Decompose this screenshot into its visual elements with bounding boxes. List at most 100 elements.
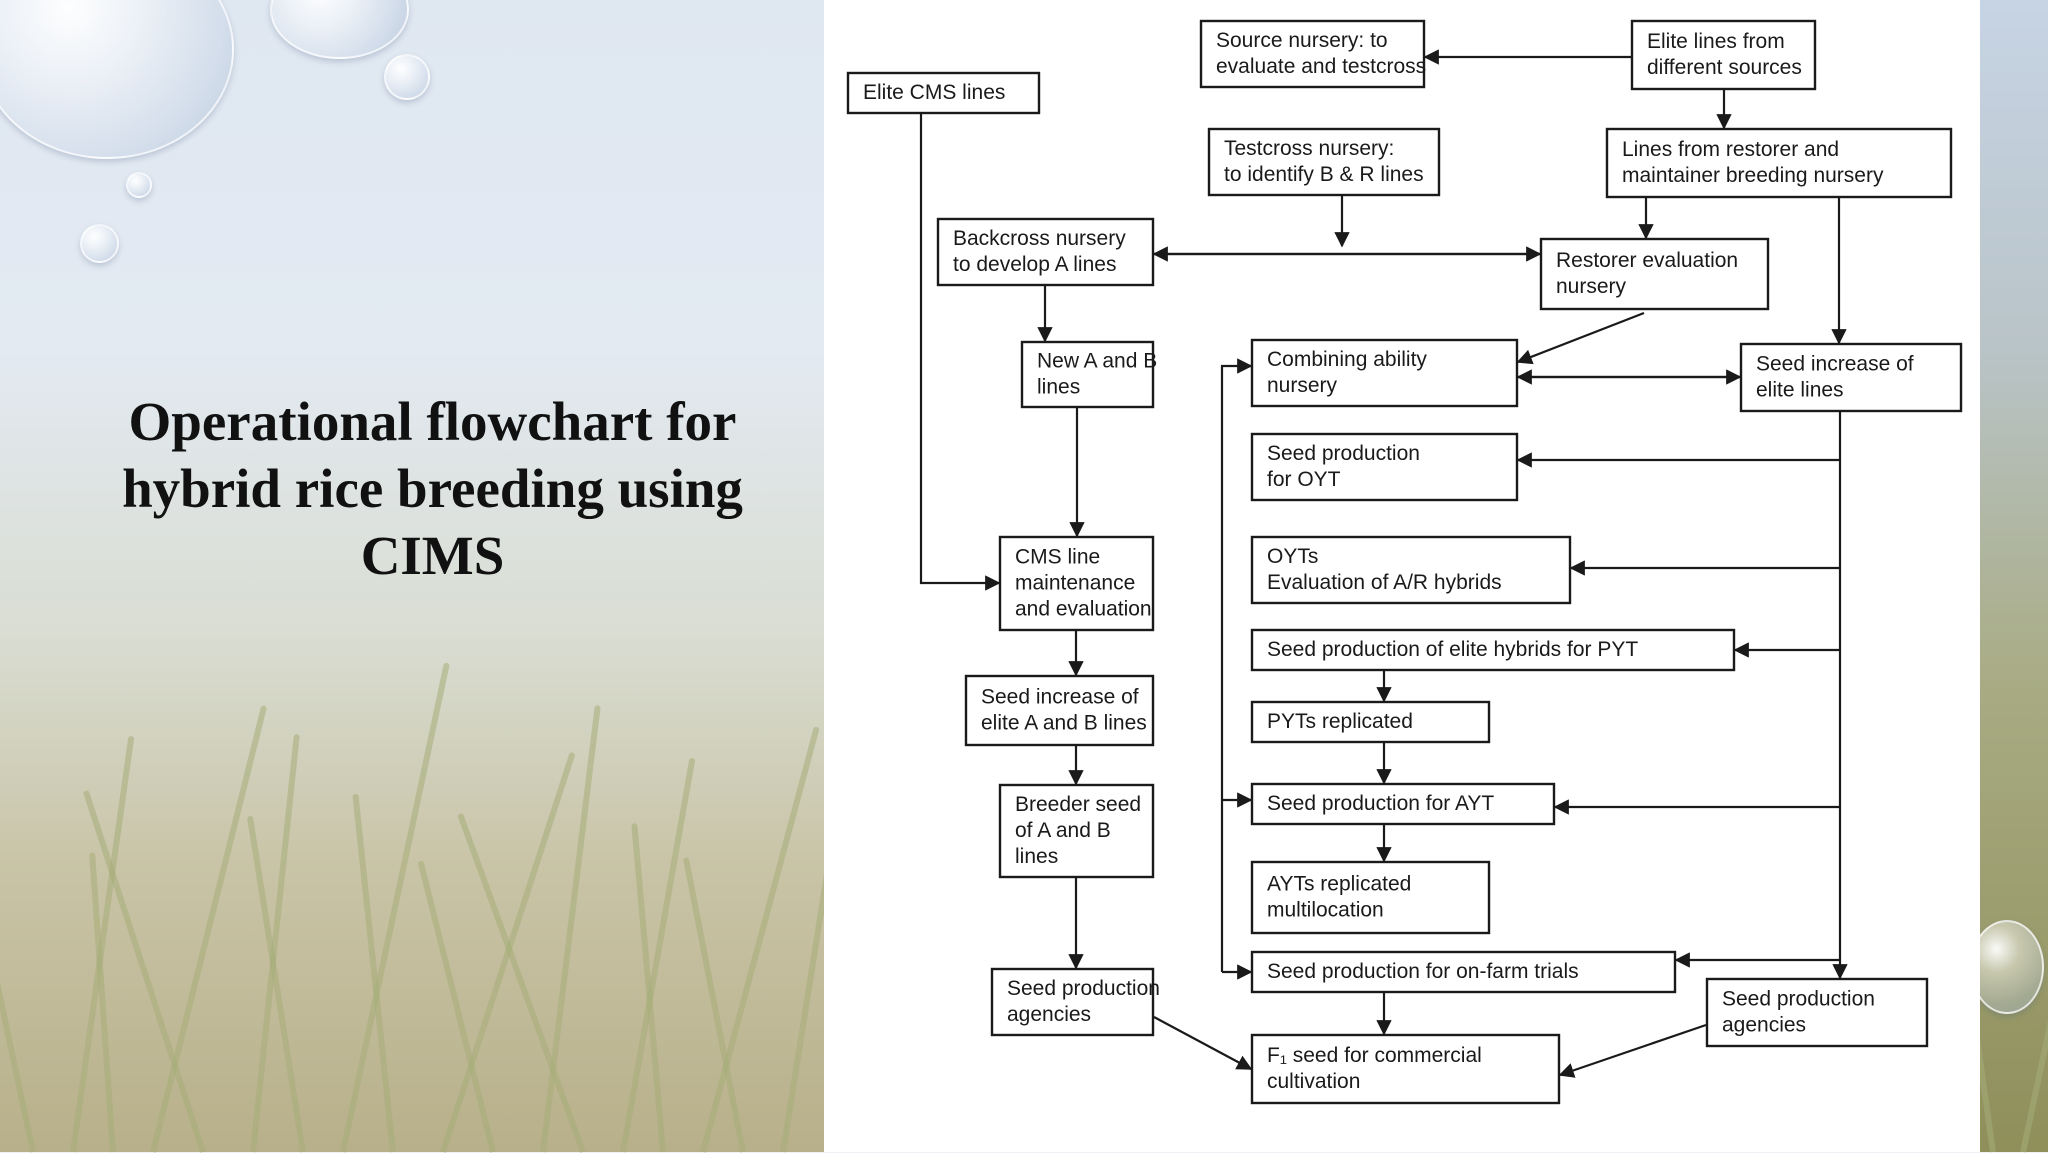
water-drop-icon <box>80 224 119 263</box>
flow-node-elite-lines-sources: Elite lines from different sources <box>1630 19 1817 91</box>
title-line-2: hybrid rice breeding using <box>122 458 743 519</box>
flow-node-label: lines <box>1015 845 1058 868</box>
flow-node-label: maintenance <box>1015 572 1135 595</box>
flow-node-box <box>846 71 1041 115</box>
flow-node-label: agencies <box>1007 1003 1091 1026</box>
flow-node-label: lines <box>1037 376 1080 399</box>
flow-arrow <box>1220 358 1253 972</box>
flow-node-seed-prod-agencies-left: Seed production agencies <box>990 967 1160 1037</box>
flow-node-seed-increase-ab: Seed increase of elite A and B lines <box>964 674 1155 747</box>
flow-node-label: Seed production <box>1007 977 1160 1000</box>
title-line-3: CIMS <box>360 525 505 586</box>
flow-node-testcross-nursery: Testcross nursery: to identify B & R line… <box>1207 127 1441 197</box>
flow-node-cms-maintenance: CMS line maintenance and evaluation <box>998 535 1155 632</box>
flow-node-label: F₁ seed for commercial <box>1267 1044 1482 1067</box>
flowchart-edges <box>919 49 1848 1078</box>
flow-node-seed-prod-onfarm: Seed production for on-farm trials <box>1250 950 1677 994</box>
flow-node-label: Combining ability <box>1267 348 1427 371</box>
flow-node-label: and evaluation <box>1015 598 1152 621</box>
flow-node-label: Elite CMS lines <box>863 81 1005 104</box>
flow-node-breeder-seed: Breeder seed of A and B lines <box>998 783 1155 879</box>
water-drop-icon <box>384 54 430 100</box>
slide-title: Operational flowchart for hybrid rice br… <box>40 388 825 589</box>
flow-node-label: Seed production for AYT <box>1267 792 1494 815</box>
flow-node-box <box>1250 535 1572 605</box>
flow-node-label: New A and B <box>1037 350 1157 373</box>
flow-node-elite-cms: Elite CMS lines <box>846 71 1041 115</box>
flow-node-label: Restorer evaluation <box>1556 249 1738 272</box>
flowchart: Source nursery: to evaluate and testcross… <box>846 19 1963 1105</box>
flow-node-label: Source nursery: to <box>1216 29 1388 52</box>
flow-node-box <box>964 674 1155 747</box>
flow-node-label: multilocation <box>1267 899 1384 922</box>
flow-node-label: elite A and B lines <box>981 712 1147 735</box>
flow-node-label: cultivation <box>1267 1070 1360 1093</box>
water-drop-icon <box>126 172 152 198</box>
flow-node-label: Evaluation of A/R hybrids <box>1267 571 1502 594</box>
flow-node-label: nursery <box>1556 275 1627 298</box>
flow-node-label: Seed increase of <box>1756 353 1914 376</box>
flow-node-box <box>1250 628 1736 672</box>
flow-node-label: of A and B <box>1015 819 1111 842</box>
flow-node-label: Lines from restorer and <box>1622 138 1839 161</box>
flow-node-label: to identify B & R lines <box>1224 163 1424 186</box>
flow-node-seed-prod-pyt: Seed production of elite hybrids for PYT <box>1250 628 1736 672</box>
flow-arrow <box>919 113 1001 591</box>
flow-node-lines-restorer: Lines from restorer and maintainer breedi… <box>1605 127 1953 199</box>
flow-node-box <box>998 783 1155 879</box>
flow-node-box <box>1539 237 1770 311</box>
flow-node-label: CMS line <box>1015 546 1100 569</box>
flow-node-source-nursery: Source nursery: to evaluate and testcross <box>1199 19 1426 89</box>
flow-node-label: maintainer breeding nursery <box>1622 164 1884 187</box>
flow-node-box <box>1250 782 1556 826</box>
flow-node-box <box>1020 340 1155 409</box>
flow-node-label: Seed production of elite hybrids for PYT <box>1267 638 1638 661</box>
flow-node-label: OYTs <box>1267 545 1318 568</box>
flow-node-box <box>1250 700 1491 744</box>
flow-node-box <box>998 535 1155 632</box>
flow-node-label: agencies <box>1722 1014 1806 1037</box>
flow-node-box <box>1250 432 1519 502</box>
flow-node-restorer-eval: Restorer evaluation nursery <box>1539 237 1770 311</box>
flow-node-label: elite lines <box>1756 379 1844 402</box>
flow-node-pyts-replicated: PYTs replicated <box>1250 700 1491 744</box>
flowchart-panel: Source nursery: to evaluate and testcross… <box>824 0 1980 1152</box>
flow-node-label: Seed production <box>1267 442 1420 465</box>
flow-node-seed-prod-agencies-right: Seed production agencies <box>1705 977 1929 1048</box>
flow-node-label: for OYT <box>1267 468 1341 491</box>
flow-node-label: evaluate and testcross <box>1216 55 1426 78</box>
flow-node-label: Seed production for on-farm trials <box>1267 960 1579 983</box>
flow-arrow <box>1153 1016 1253 1070</box>
flow-node-box <box>990 967 1155 1037</box>
flow-node-label: nursery <box>1267 374 1338 397</box>
flow-node-new-ab: New A and B lines <box>1020 340 1157 409</box>
flow-node-box <box>936 217 1155 287</box>
flow-node-box <box>1705 977 1929 1048</box>
flow-node-seed-prod-ayt: Seed production for AYT <box>1250 782 1556 826</box>
flow-node-box <box>1250 1033 1561 1105</box>
flow-node-box <box>1605 127 1953 199</box>
flow-node-label: Seed increase of <box>981 686 1139 709</box>
flow-node-combining-ability: Combining ability nursery <box>1250 338 1519 408</box>
flow-node-label: different sources <box>1647 56 1802 79</box>
flow-node-label: PYTs replicated <box>1267 710 1413 733</box>
water-drop-icon <box>1970 920 2044 1014</box>
flow-node-box <box>1630 19 1817 91</box>
flow-node-box <box>1250 950 1677 994</box>
flow-node-seed-increase-elite: Seed increase of elite lines <box>1739 342 1963 413</box>
flow-node-box <box>1739 342 1963 413</box>
flow-arrow <box>1516 311 1645 365</box>
flow-node-box <box>1207 127 1441 197</box>
flow-node-label: Testcross nursery: <box>1224 137 1394 160</box>
flowchart-nodes: Source nursery: to evaluate and testcross… <box>846 19 1963 1105</box>
flow-node-label: to develop A lines <box>953 253 1116 276</box>
flow-node-label: Elite lines from <box>1647 30 1785 53</box>
flow-node-f1-seed: F₁ seed for commercial cultivation <box>1250 1033 1561 1105</box>
flow-node-label: Breeder seed <box>1015 793 1141 816</box>
flow-arrow <box>1558 1023 1707 1078</box>
flow-node-label: Seed production <box>1722 988 1875 1011</box>
flow-node-seed-prod-oyt: Seed production for OYT <box>1250 432 1519 502</box>
flow-node-label: Backcross nursery <box>953 227 1126 250</box>
